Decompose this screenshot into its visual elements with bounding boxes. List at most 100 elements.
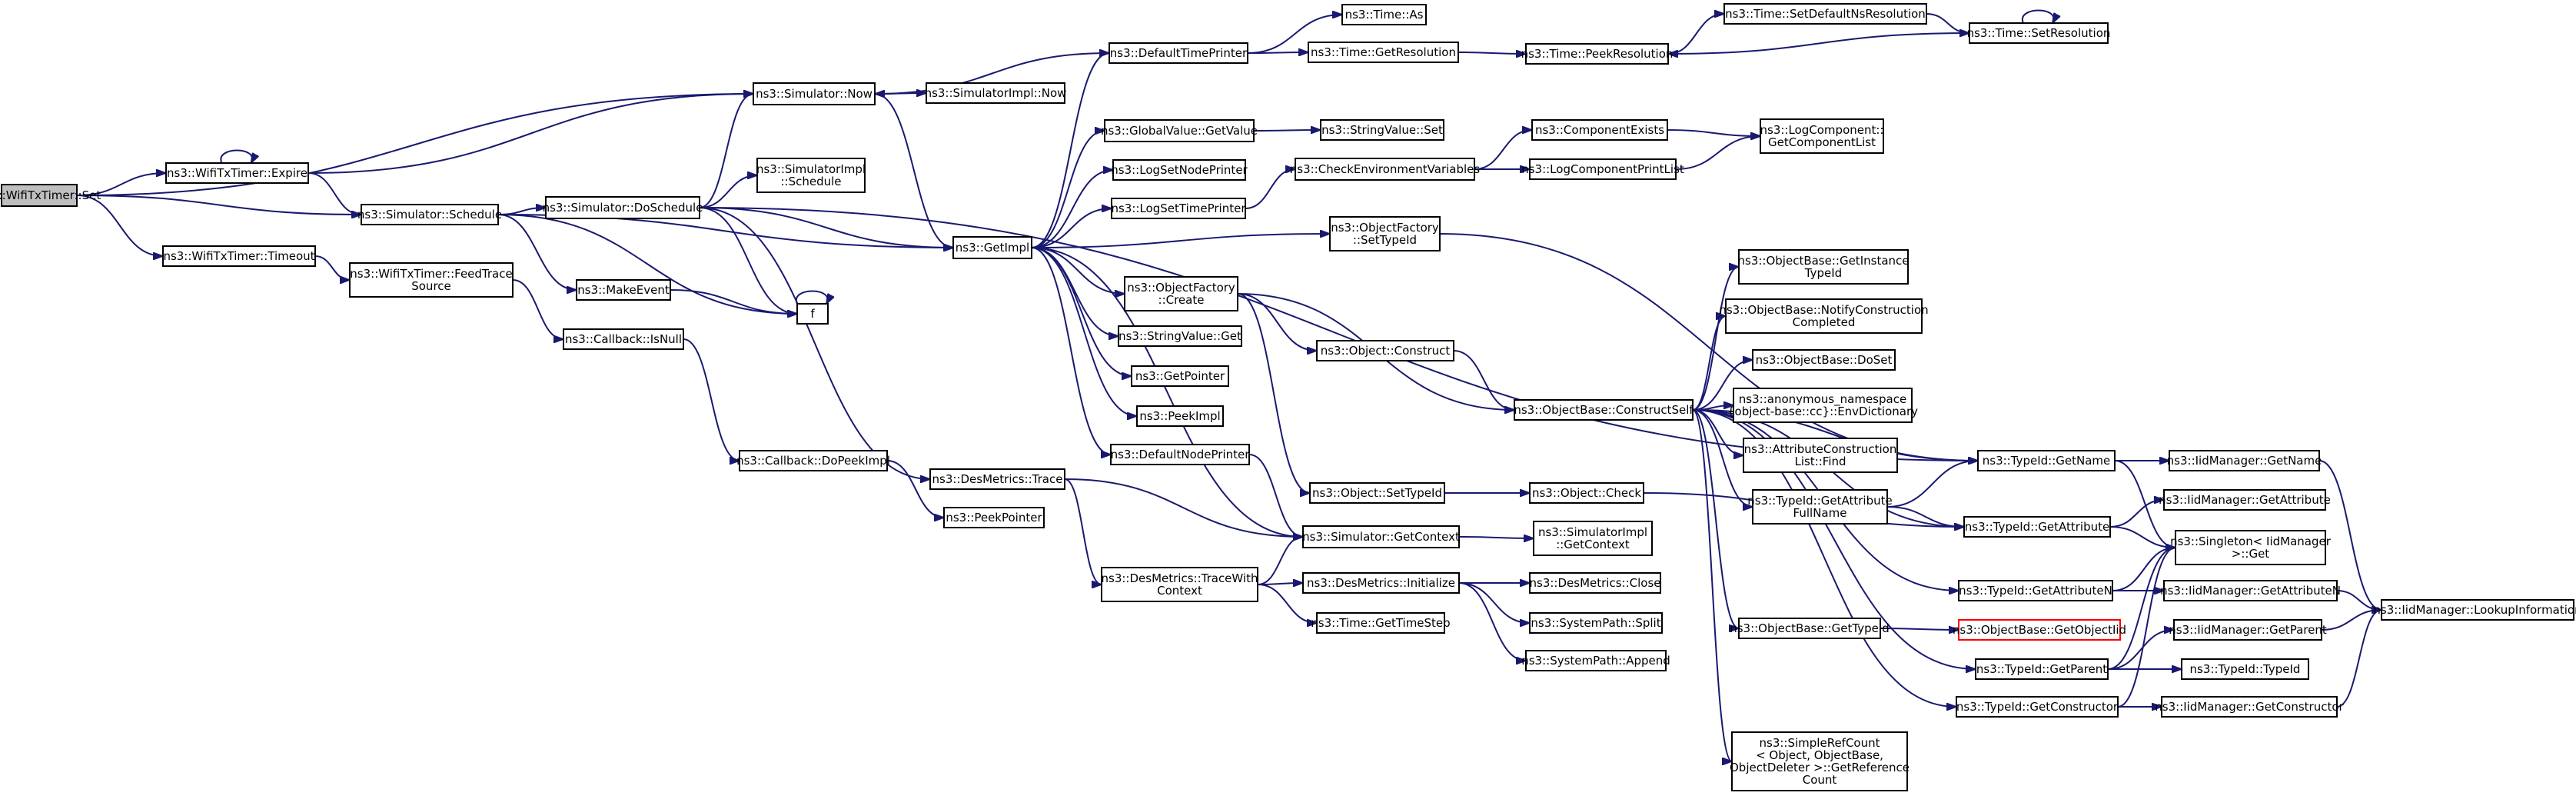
graph-node-ns3-iidmanager-getparent[interactable]: ns3::IidManager::GetParent — [2169, 619, 2327, 641]
node-box — [1109, 42, 1248, 64]
graph-node-ns3-systempath-split[interactable]: ns3::SystemPath::Split — [1529, 612, 1663, 634]
call-edge — [683, 338, 740, 461]
graph-node-ns3-typeid-getattribute[interactable]: ns3::TypeId::GetAttribute — [1963, 516, 2111, 538]
graph-node-ns3-getimpl[interactable]: ns3::GetImpl — [952, 236, 1032, 259]
graph-node-ns3-object-construct[interactable]: ns3::Object::Construct — [1316, 340, 1454, 361]
call-edge — [2107, 630, 2174, 670]
graph-node-ns3-object-settypeid[interactable]: ns3::Object::SetTypeId — [1309, 482, 1445, 504]
graph-node-ns3-simulatorimpl-now[interactable]: ns3::SimulatorImpl::Now — [925, 82, 1067, 104]
node-label: ns3::PeekPointer — [946, 511, 1042, 525]
node-label: ns3::LogSetTimePrinter — [1111, 201, 1246, 215]
graph-node-ns3-defaulttimeprinter[interactable]: ns3::DefaultTimePrinter — [1109, 42, 1248, 64]
graph-node-ns3-defaultnodeprinter[interactable]: ns3::DefaultNodePrinter — [1110, 444, 1251, 465]
call-edge — [1031, 170, 1113, 248]
graph-node-ns3-time-getresolution[interactable]: ns3::Time::GetResolution — [1308, 42, 1459, 63]
graph-node-ns3-systempath-append[interactable]: ns3::SystemPath::Append — [1521, 650, 1670, 671]
graph-node-ns3-objectbase-constructself[interactable]: ns3::ObjectBase::ConstructSelf — [1514, 399, 1694, 421]
graph-node-ns3-simulator-now[interactable]: ns3::Simulator::Now — [753, 82, 876, 105]
call-edge — [307, 94, 753, 174]
graph-node-ns3-checkenvironmentvariables[interactable]: ns3::CheckEnvironmentVariables — [1290, 158, 1481, 181]
graph-node-ns3-typeid-getattributen[interactable]: ns3::TypeId::GetAttributeN — [1958, 580, 2113, 601]
graph-node-ns3-typeid-getparent[interactable]: ns3::TypeId::GetParent — [1975, 658, 2109, 680]
graph-node-ns3-stringvalue-set[interactable]: ns3::StringValue::Set — [1320, 119, 1444, 141]
graph-node-ns3-objectbase-doset[interactable]: ns3::ObjectBase::DoSet — [1752, 349, 1896, 371]
graph-node-ns3-time-peekresolution[interactable]: ns3::Time::PeekResolution — [1521, 43, 1674, 65]
graph-node-ns3-desmetrics-close[interactable]: ns3::DesMetrics::Close — [1529, 572, 1661, 594]
call-edge — [699, 175, 757, 208]
node-label: ns3::SimulatorImpl::Now — [925, 86, 1067, 100]
graph-node-ns3-wifitxtimer-expire[interactable]: ns3::WifiTxTimer::Expire — [165, 162, 309, 184]
graph-node-ns3-logsettimeprinter[interactable]: ns3::LogSetTimePrinter — [1111, 198, 1246, 219]
node-label: ns3::LogComponentPrintList — [1521, 162, 1684, 176]
graph-node-ns3-peekimpl[interactable]: ns3::PeekImpl — [1136, 405, 1224, 427]
graph-node-ns3-time-setdefaultnsresolution[interactable]: ns3::Time::SetDefaultNsResolution — [1723, 3, 1927, 25]
node-box — [1531, 119, 1668, 141]
graph-node-ns3-objectbase-getobjectiid[interactable]: ns3::ObjectBase::GetObjectIid — [1953, 619, 2126, 641]
graph-node-ns3-callback-dopeekimpl[interactable]: ns3::Callback::DoPeekImpl — [736, 450, 890, 471]
graph-node-ns3-objectbase-notifyconstruction-completed[interactable]: ns3::ObjectBase::NotifyConstructionCompl… — [1719, 298, 1929, 334]
node-label: ns3::DesMetrics::Initialize — [1307, 576, 1455, 590]
graph-node-ns3-logsetnodeprinter[interactable]: ns3::LogSetNodePrinter — [1111, 159, 1248, 181]
graph-node-ns3-time-setresolution[interactable]: ns3::Time::SetResolution — [1967, 22, 2111, 44]
node-label: ns3::Singleton< IidManager — [2170, 535, 2332, 548]
graph-node-ns3-simulatorimpl-schedule[interactable]: ns3::SimulatorImpl::Schedule — [756, 158, 866, 193]
graph-node-ns3-anonymous-namespace-object-base-cc-envdictionary[interactable]: ns3::anonymous_namespace{object-base::cc… — [1727, 388, 1918, 423]
call-edge — [1248, 454, 1303, 537]
graph-node-ns3-simulator-getcontext[interactable]: ns3::Simulator::GetContext — [1302, 525, 1460, 548]
node-box — [545, 196, 700, 219]
graph-node-ns3-simulatorimpl-getcontext[interactable]: ns3::SimulatorImpl::GetContext — [1533, 521, 1653, 556]
graph-node-ns3-object-check[interactable]: ns3::Object::Check — [1529, 482, 1644, 504]
call-edge — [307, 172, 361, 215]
graph-node-ns3-wifitxtimer-set[interactable]: ns3::WifiTxTimer::Set — [0, 184, 101, 207]
graph-node-ns3-logcomponentprintlist[interactable]: ns3::LogComponentPrintList — [1521, 158, 1684, 180]
graph-node-f[interactable]: f — [796, 303, 829, 325]
node-layer: ns3::WifiTxTimer::Set ns3::WifiTxTimer::E… — [0, 3, 2576, 791]
graph-node-ns3-iidmanager-getname[interactable]: ns3::IidManager::GetName — [2167, 450, 2322, 471]
node-label: ns3::WifiTxTimer::Timeout — [163, 249, 314, 263]
node-label: ::Schedule — [780, 175, 841, 188]
call-edge — [1064, 478, 1102, 585]
graph-node-ns3-objectfactory-settypeid[interactable]: ns3::ObjectFactory::SetTypeId — [1329, 216, 1441, 251]
graph-node-ns3-desmetrics-initialize[interactable]: ns3::DesMetrics::Initialize — [1302, 572, 1460, 594]
graph-node-ns3-componentexists[interactable]: ns3::ComponentExists — [1531, 119, 1668, 141]
graph-node-ns3-iidmanager-getconstructor[interactable]: ns3::IidManager::GetConstructor — [2155, 696, 2345, 718]
node-box — [1110, 444, 1250, 465]
graph-node-ns3-desmetrics-trace[interactable]: ns3::DesMetrics::Trace — [929, 468, 1065, 490]
call-edge — [76, 195, 361, 215]
graph-node-ns3-peekpointer[interactable]: ns3::PeekPointer — [943, 507, 1045, 528]
graph-node-ns3-logcomponent-getcomponentlist[interactable]: ns3::LogComponent::GetComponentList — [1760, 118, 1884, 154]
graph-node-ns3-typeid-typeid[interactable]: ns3::TypeId::TypeId — [2181, 658, 2309, 680]
graph-node-ns3-typeid-getconstructor[interactable]: ns3::TypeId::GetConstructor — [1956, 696, 2119, 718]
graph-node-ns3-objectfactory-create[interactable]: ns3::ObjectFactory::Create — [1124, 276, 1238, 311]
graph-node-ns3-simplerefcount-object-objectbase-objectdeleter-getreference-count[interactable]: ns3::SimpleRefCount< Object, ObjectBase,… — [1730, 731, 1910, 791]
graph-node-ns3-simulator-doschedule[interactable]: ns3::Simulator::DoSchedule — [543, 196, 703, 219]
call-edge — [874, 93, 953, 248]
node-box — [1752, 489, 1888, 525]
graph-node-ns3-iidmanager-lookupinformation[interactable]: ns3::IidManager::LookupInformation — [2373, 599, 2576, 621]
graph-node-ns3-stringvalue-get[interactable]: ns3::StringValue::Get — [1118, 325, 1242, 347]
graph-node-ns3-wifitxtimer-timeout[interactable]: ns3::WifiTxTimer::Timeout — [162, 245, 316, 267]
graph-node-ns3-getpointer[interactable]: ns3::GetPointer — [1131, 365, 1229, 387]
graph-node-ns3-simulator-schedule[interactable]: ns3::Simulator::Schedule — [357, 204, 502, 225]
node-box — [1969, 22, 2109, 44]
node-box — [165, 162, 309, 184]
call-edge — [1692, 409, 1753, 507]
graph-node-ns3-objectbase-gettypeid[interactable]: ns3::ObjectBase::GetTypeId — [1730, 618, 1890, 639]
graph-node-ns3-singleton-iidmanager-get[interactable]: ns3::Singleton< IidManager>::Get — [2170, 530, 2332, 565]
graph-node-ns3-time-gettimestep[interactable]: ns3::Time::GetTimeStep — [1311, 612, 1451, 634]
graph-node-ns3-globalvalue-getvalue[interactable]: ns3::GlobalValue::GetValue — [1101, 119, 1258, 142]
graph-node-ns3-iidmanager-getattributen[interactable]: ns3::IidManager::GetAttributeN — [2160, 580, 2341, 601]
graph-node-ns3-iidmanager-getattribute[interactable]: ns3::IidManager::GetAttribute — [2159, 489, 2331, 511]
graph-node-ns3-time-as[interactable]: ns3::Time::As — [1341, 4, 1427, 25]
node-label: ns3::DesMetrics::TraceWith — [1102, 571, 1258, 585]
graph-node-ns3-makeevent[interactable]: ns3::MakeEvent — [576, 279, 671, 301]
graph-node-ns3-callback-isnull[interactable]: ns3::Callback::IsNull — [563, 328, 684, 350]
graph-node-ns3-typeid-getname[interactable]: ns3::TypeId::GetName — [1977, 450, 2116, 471]
node-label: List::Find — [1794, 455, 1846, 468]
call-edge — [1458, 582, 1530, 623]
